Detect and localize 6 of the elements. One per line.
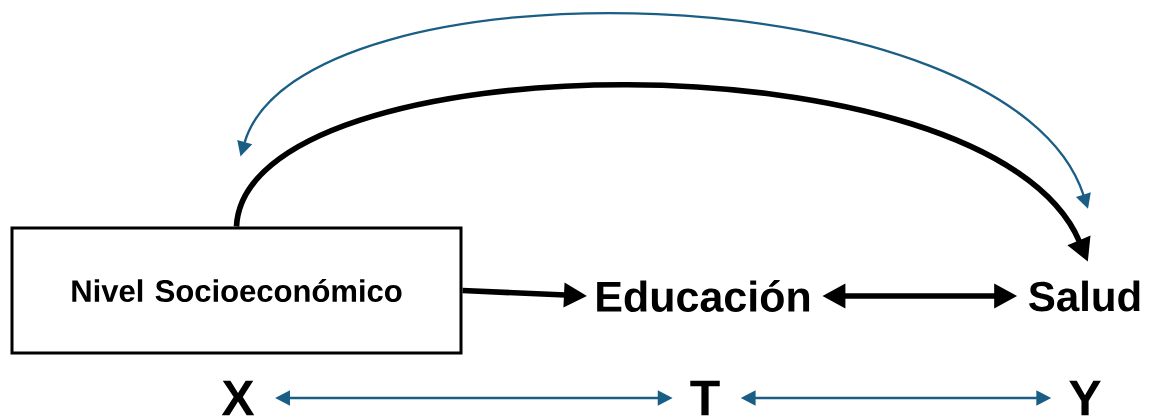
process-box: Nivel Socioeconómico	[10, 226, 463, 355]
node-label: Educación	[597, 280, 810, 312]
node-label: Salud	[1029, 280, 1140, 312]
variable-label: X	[221, 380, 255, 416]
variable-label: T	[690, 380, 720, 416]
variable-label: Y	[1069, 380, 1101, 416]
